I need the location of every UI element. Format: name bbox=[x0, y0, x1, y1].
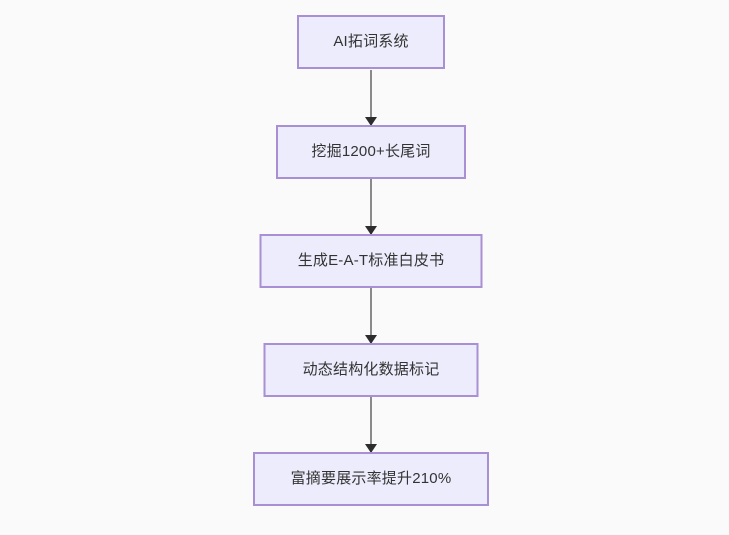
flowchart-node-5[interactable]: 富摘要展示率提升210% bbox=[253, 452, 489, 506]
flowchart-edge-1-to-2 bbox=[370, 70, 372, 125]
flowchart-node-4[interactable]: 动态结构化数据标记 bbox=[263, 343, 479, 397]
flowchart-edge-4-to-5 bbox=[370, 397, 372, 452]
flowchart-node-2-label: 挖掘1200+长尾词 bbox=[311, 143, 431, 160]
flowchart-edge-3-to-4 bbox=[370, 288, 372, 343]
flowchart-node-1-label: AI拓词系统 bbox=[333, 33, 409, 50]
flowchart-node-5-label: 富摘要展示率提升210% bbox=[290, 470, 452, 487]
flowchart-node-3[interactable]: 生成E-A-T标准白皮书 bbox=[259, 234, 483, 288]
flowchart-node-1[interactable]: AI拓词系统 bbox=[297, 15, 445, 69]
flowchart-node-4-label: 动态结构化数据标记 bbox=[302, 361, 440, 378]
flowchart-edge-2-to-3 bbox=[370, 179, 372, 234]
flowchart-node-2[interactable]: 挖掘1200+长尾词 bbox=[276, 125, 466, 179]
flowchart-node-3-label: 生成E-A-T标准白皮书 bbox=[297, 252, 445, 269]
